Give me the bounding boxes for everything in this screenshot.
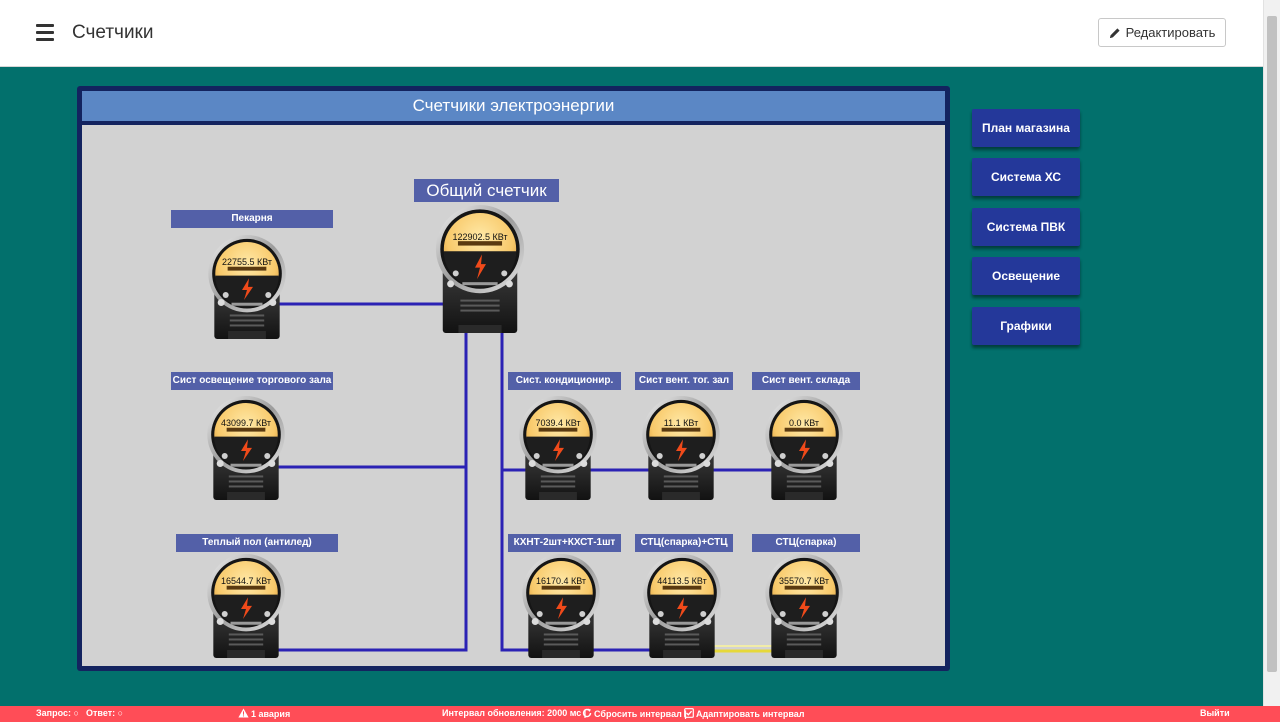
meter-reading-stc-pair: 44113.5 КВт (657, 576, 707, 586)
meter-vent-store[interactable]: 0.0 КВт (761, 394, 847, 504)
meter-khnt[interactable]: 16170.4 КВт (518, 552, 604, 662)
charts-button[interactable]: Графики (972, 307, 1080, 345)
meter-label-warm-floor: Теплый пол (антилед) (176, 534, 338, 552)
store-plan-button[interactable]: План магазина (972, 109, 1080, 147)
logout-link[interactable]: Выйти (1200, 708, 1230, 718)
meter-reading-stc: 35570.7 КВт (778, 576, 830, 586)
page-scrollbar[interactable] (1263, 0, 1280, 706)
edit-button-label: Редактировать (1125, 25, 1216, 40)
bolt-icon (475, 254, 486, 280)
meter-reading-main: 122902.5 КВт (452, 232, 508, 242)
hamburger-icon[interactable] (36, 24, 54, 42)
meter-aircon[interactable]: 7039.4 КВт (515, 394, 601, 504)
warning-icon (238, 708, 249, 718)
meter-reading-sales-light: 43099.7 КВт (220, 418, 272, 428)
meter-stc[interactable]: 35570.7 КВт (761, 552, 847, 662)
bolt-icon (241, 597, 252, 620)
reset-interval-link[interactable]: Сбросить интервал | (582, 708, 687, 719)
status-bar: Запрос: ○ Ответ: ○ 1 авария Интервал обн… (0, 706, 1280, 722)
meter-label-aircon: Сист. кондиционир. (508, 372, 621, 390)
scrollbar-thumb[interactable] (1267, 16, 1277, 672)
meter-label-khnt: КХНТ-2шт+КХСТ-1шт (508, 534, 621, 552)
response-indicator-icon: ○ (117, 708, 124, 718)
meter-vent-hall[interactable]: 11.1 КВт (638, 394, 724, 504)
request-indicator-icon: ○ (73, 708, 79, 718)
meter-label-bakery: Пекарня (171, 210, 333, 228)
meter-label-stc: СТЦ(спарка) (752, 534, 860, 552)
meter-stc-pair[interactable]: 44113.5 КВт (639, 552, 725, 662)
pencil-icon (1109, 27, 1120, 38)
bolt-icon (556, 597, 567, 620)
page-title: Счетчики (72, 22, 154, 43)
meter-reading-bakery: 22755.5 КВт (221, 257, 273, 267)
bolt-icon (799, 439, 810, 462)
meter-main[interactable]: 122902.5 КВт (431, 203, 529, 337)
panel-title: Счетчики электроэнергии (82, 91, 945, 121)
bolt-icon (242, 278, 253, 301)
adapt-interval-link[interactable]: Адаптировать интервал (684, 708, 804, 719)
meter-label-main: Общий счетчик (414, 179, 559, 202)
alarm-indicator[interactable]: 1 авария (238, 708, 290, 719)
bolt-icon (553, 439, 564, 462)
meter-reading-vent-hall: 11.1 КВт (663, 418, 699, 428)
bolt-icon (676, 439, 687, 462)
meter-label-stc-pair: СТЦ(спарка)+СТЦ (635, 534, 733, 552)
cooling-system-button[interactable]: Система ХС (972, 158, 1080, 196)
meter-reading-khnt: 16170.4 КВт (535, 576, 587, 586)
top-bar: Счетчики Редактировать (0, 0, 1263, 67)
meters-panel: Счетчики электроэнергии Общий счетчик (77, 86, 950, 671)
bolt-icon (241, 439, 252, 462)
meter-bakery[interactable]: 22755.5 КВт (204, 233, 290, 343)
edit-button[interactable]: Редактировать (1098, 18, 1226, 47)
meter-reading-warm-floor: 16544.7 КВт (220, 576, 272, 586)
request-status: Запрос: ○ (36, 708, 79, 718)
response-status: Ответ: ○ (86, 708, 124, 718)
meter-label-vent-hall: Сист вент. тог. зал (635, 372, 733, 390)
refresh-icon (582, 708, 592, 718)
meter-label-vent-store: Сист вент. склада (752, 372, 860, 390)
meter-label-sales-light: Сист освещение торгового зала (171, 372, 333, 390)
meter-reading-vent-store: 0.0 КВт (788, 418, 820, 428)
bolt-icon (799, 597, 810, 620)
lighting-button[interactable]: Освещение (972, 257, 1080, 295)
check-square-icon (684, 708, 694, 718)
update-interval: Интервал обновления: 2000 мс | (442, 708, 587, 718)
bolt-icon (677, 597, 688, 620)
meter-sales-light[interactable]: 43099.7 КВт (203, 394, 289, 504)
meter-warm-floor[interactable]: 16544.7 КВт (203, 552, 289, 662)
meter-reading-aircon: 7039.4 КВт (535, 418, 581, 428)
panel-body: Общий счетчик (82, 125, 945, 666)
hvac-system-button[interactable]: Система ПВК (972, 208, 1080, 246)
